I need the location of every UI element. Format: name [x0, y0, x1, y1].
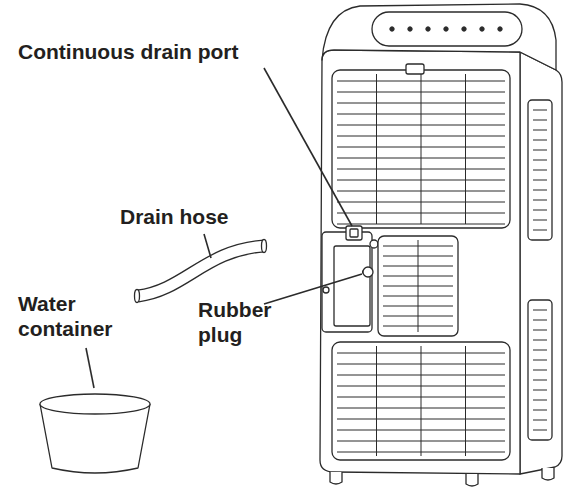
latch — [406, 64, 424, 74]
part-label: Drain hose — [120, 205, 229, 230]
grille-slat — [533, 200, 547, 201]
drain-cover — [334, 246, 370, 326]
drain-hose — [138, 246, 264, 296]
grille-slat — [465, 346, 466, 456]
control-panel — [372, 12, 522, 46]
grille-slat — [418, 240, 419, 332]
grille-slat — [533, 230, 547, 231]
grille-slat — [533, 130, 547, 131]
control-button — [444, 27, 448, 31]
part-label: Water container — [18, 292, 130, 342]
lower-grille — [332, 342, 510, 460]
drain-hose-outline — [138, 246, 264, 296]
grille-slat — [533, 220, 547, 221]
grille-slat — [533, 110, 547, 111]
side-grille — [528, 100, 552, 240]
unit-side — [520, 52, 562, 474]
control-button — [480, 27, 484, 31]
leader-line — [204, 234, 211, 258]
grille-slat — [421, 74, 422, 224]
rubber-plug — [363, 267, 373, 277]
grille-slat — [533, 360, 547, 361]
grille-slat — [533, 340, 547, 341]
grille-slat — [533, 150, 547, 151]
grille-slat — [421, 346, 422, 456]
middle-grille — [378, 236, 458, 336]
grille-slat — [533, 160, 547, 161]
grille-slat — [533, 180, 547, 181]
grille-slat — [533, 420, 547, 421]
grille-slat — [533, 310, 547, 311]
panel-screw — [323, 287, 329, 293]
grille-slat — [533, 190, 547, 191]
part-label: Continuous drain port — [18, 40, 238, 65]
grille-slat — [533, 410, 547, 411]
grille-slat — [533, 390, 547, 391]
grille-slat — [533, 170, 547, 171]
grille-slat — [533, 350, 547, 351]
grille-slat — [533, 430, 547, 431]
drain-port — [346, 226, 362, 240]
grille-slat — [376, 74, 377, 224]
port-screw — [370, 240, 378, 248]
wheel — [542, 468, 554, 480]
upper-grille — [332, 70, 510, 228]
grille-slat — [376, 346, 377, 456]
grille-slat — [533, 120, 547, 121]
part-label: Rubber plug — [198, 298, 294, 348]
grille-slat — [533, 210, 547, 211]
hose-end — [135, 290, 140, 303]
grille-slat — [533, 370, 547, 371]
control-button — [498, 27, 502, 31]
control-button — [390, 27, 394, 31]
grille-slat — [533, 320, 547, 321]
control-button — [408, 27, 412, 31]
leader-line — [86, 348, 94, 388]
grille-slat — [533, 330, 547, 331]
control-button — [426, 27, 430, 31]
hose-end — [262, 240, 267, 253]
grille-slat — [533, 140, 547, 141]
unit-front — [320, 50, 520, 474]
container-rim — [40, 394, 150, 414]
grille-slat — [533, 400, 547, 401]
grille-slat — [533, 380, 547, 381]
wheel — [466, 474, 478, 486]
wheel — [330, 472, 342, 484]
drain-panel — [322, 232, 372, 332]
leader-line — [264, 274, 362, 304]
drain-port-hole — [350, 229, 358, 237]
control-button — [462, 27, 466, 31]
grille-slat — [465, 74, 466, 224]
unit-top — [322, 4, 556, 70]
side-grille — [528, 300, 552, 440]
